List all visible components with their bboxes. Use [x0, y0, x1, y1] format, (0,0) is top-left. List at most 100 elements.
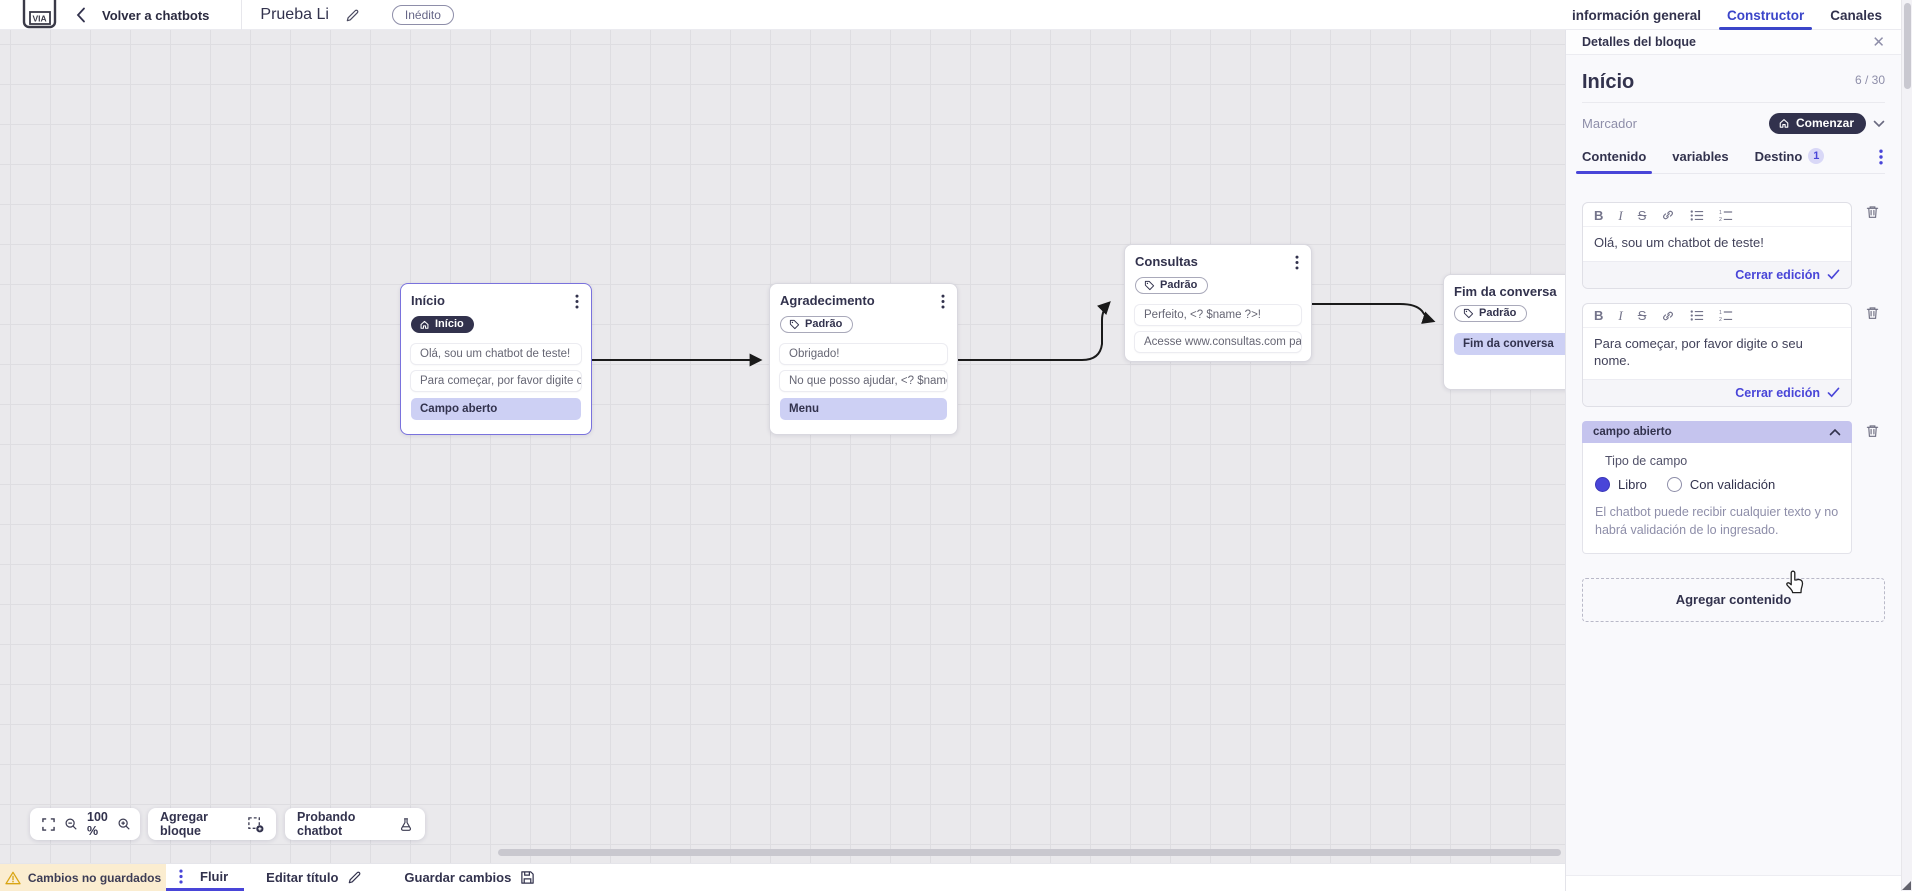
bold-icon[interactable]: B	[1594, 308, 1604, 324]
edit-title-icon[interactable]	[345, 8, 360, 23]
accordion-header[interactable]: campo abierto	[1582, 420, 1852, 443]
marker-value-pill[interactable]: Comenzar	[1768, 113, 1866, 134]
panel-tabs: Contenido variables Destino 1	[1575, 148, 1885, 174]
main-nav-tabs: información general Constructor Canales	[1572, 0, 1882, 30]
trash-icon[interactable]	[1865, 421, 1885, 554]
node-menu-icon[interactable]	[573, 293, 581, 310]
edit-title-button[interactable]: Editar título	[266, 864, 362, 891]
node-badge-default: Padrão	[1135, 277, 1209, 294]
link-icon[interactable]	[1661, 309, 1675, 323]
header-divider	[241, 0, 243, 30]
pencil-icon	[349, 871, 361, 884]
tab-canales[interactable]: Canales	[1830, 7, 1883, 23]
add-block-button[interactable]: Agregar bloque	[148, 808, 276, 840]
back-button[interactable]	[76, 7, 86, 23]
node-action-item[interactable]: Campo aberto	[411, 397, 581, 420]
fullscreen-icon[interactable]	[42, 817, 55, 831]
node-message-item[interactable]: Olá, sou um chatbot de teste!	[411, 343, 581, 364]
node-badge-start: Início	[411, 316, 474, 333]
panel-menu-icon[interactable]	[1877, 148, 1885, 173]
svg-text:1: 1	[1719, 209, 1722, 215]
add-block-label: Agregar bloque	[160, 810, 208, 838]
svg-text:VIA: VIA	[33, 14, 47, 24]
trash-icon[interactable]	[1865, 202, 1885, 289]
flow-menu-icon[interactable]	[177, 868, 185, 885]
horizontal-scrollbar[interactable]	[498, 849, 1561, 856]
tab-constructor[interactable]: Constructor	[1719, 0, 1813, 30]
node-message-item[interactable]: No que posso ajudar, <? $name ...	[780, 370, 947, 391]
node-badge-default: Padrão	[1454, 305, 1528, 322]
node-menu-icon[interactable]	[1293, 254, 1301, 271]
radio-unselected-icon[interactable]	[1666, 476, 1682, 492]
node-menu-icon[interactable]	[939, 293, 947, 310]
close-edit-button[interactable]: Cerrar edición	[1583, 260, 1851, 288]
bold-icon[interactable]: B	[1594, 207, 1604, 223]
back-to-chatbots-label[interactable]: Volver a chatbots	[102, 7, 210, 23]
chevron-down-icon[interactable]	[1873, 120, 1885, 128]
bullet-list-icon[interactable]	[1690, 309, 1704, 322]
node-title: Fim da conversa	[1454, 284, 1557, 299]
flow-tab-label[interactable]: Fluir	[200, 868, 229, 884]
svg-text:1: 1	[1719, 310, 1722, 316]
message-text-input[interactable]: Para começar, por favor digite o seu nom…	[1594, 335, 1803, 369]
add-content-button[interactable]: Agregar contenido	[1582, 577, 1885, 622]
trash-icon[interactable]	[1865, 303, 1885, 407]
close-edit-button[interactable]: Cerrar edición	[1583, 378, 1851, 406]
scrollbar-thumb[interactable]	[1904, 3, 1911, 89]
node-message-item[interactable]: Perfeito, <? $name ?>!	[1135, 304, 1301, 325]
tab-variables[interactable]: variables	[1672, 148, 1729, 164]
tab-informacion-general[interactable]: información general	[1572, 7, 1702, 23]
node-message-item[interactable]: Para começar, por favor digite o ...	[411, 370, 581, 391]
destino-count-badge: 1	[1808, 148, 1825, 164]
node-action-item[interactable]: Menu	[780, 397, 947, 420]
close-icon[interactable]: ✕	[1872, 33, 1885, 51]
strikethrough-icon[interactable]: S	[1637, 308, 1647, 324]
block-name[interactable]: Início	[1582, 71, 1635, 93]
bullet-list-icon[interactable]	[1690, 209, 1704, 222]
node-agradecimento[interactable]: Agradecimento Padrão Obrigado! No que po…	[769, 283, 958, 435]
vertical-scrollbar[interactable]	[1901, 0, 1912, 891]
tab-contenido[interactable]: Contenido	[1575, 149, 1653, 174]
radio-option-con-validacion[interactable]: Con validación	[1666, 476, 1775, 492]
italic-icon[interactable]: I	[1618, 308, 1623, 324]
resize-corner-icon	[1902, 881, 1911, 890]
zoom-controls: 100 %	[30, 808, 140, 840]
unsaved-changes-label: Cambios no guardados	[27, 870, 162, 885]
node-title: Início	[411, 293, 445, 308]
zoom-out-icon[interactable]	[64, 817, 78, 831]
chevron-up-icon[interactable]	[1829, 428, 1841, 436]
test-chatbot-button[interactable]: Probando chatbot	[285, 808, 425, 840]
node-action-item[interactable]: Fim da conversa	[1454, 332, 1565, 355]
home-icon	[1779, 119, 1789, 128]
strikethrough-icon[interactable]: S	[1637, 207, 1647, 223]
flow-tab[interactable]: Fluir	[166, 864, 245, 891]
italic-icon[interactable]: I	[1618, 207, 1623, 223]
field-type-label: Tipo de campo	[1605, 453, 1688, 468]
link-icon[interactable]	[1661, 208, 1675, 222]
message-text-input[interactable]: Olá, sou um chatbot de teste!	[1594, 235, 1764, 250]
node-inicio[interactable]: Início Início Olá, sou um chatbot de tes…	[400, 283, 592, 435]
node-consultas[interactable]: Consultas Padrão Perfeito, <? $name ?>! …	[1124, 244, 1312, 362]
char-counter: 6 / 30	[1854, 73, 1885, 87]
radio-selected-icon[interactable]	[1595, 476, 1610, 492]
panel-title: Detalles del bloque	[1582, 35, 1696, 49]
radio-option-libro[interactable]: Libro	[1595, 476, 1647, 492]
flow-canvas[interactable]: Início Início Olá, sou um chatbot de tes…	[0, 30, 1565, 863]
svg-text:2: 2	[1719, 317, 1722, 322]
node-message-item[interactable]: Obrigado!	[780, 343, 947, 364]
node-message-item[interactable]: Acesse www.consultas.com par...	[1135, 331, 1301, 352]
field-type-description: El chatbot puede recibir cualquier texto…	[1595, 504, 1839, 537]
node-title: Agradecimento	[780, 293, 875, 308]
save-changes-button[interactable]: Guardar cambios	[404, 864, 535, 891]
flask-icon	[399, 817, 413, 832]
tab-destino[interactable]: Destino 1	[1755, 148, 1825, 173]
node-fim-da-conversa[interactable]: Fim da conversa Padrão Fim da conversa	[1443, 274, 1565, 390]
app-logo: VIA	[22, 0, 58, 30]
zoom-in-icon[interactable]	[117, 817, 131, 831]
divider	[1582, 102, 1885, 103]
node-title: Consultas	[1135, 254, 1198, 269]
